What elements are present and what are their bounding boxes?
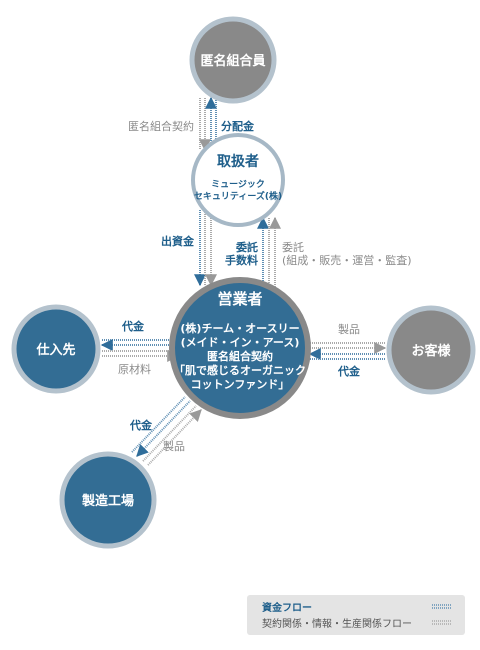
legend-contract-flow-label: 契約関係・情報・生産関係フロー [262,617,412,630]
flow-label-entrust-2: (組成・販売・運営・監査) [282,253,412,267]
flow-label-supplier-payment: 代金 [121,319,145,333]
node-operator-line4: 「肌で感じるオーガニック [174,363,306,377]
node-customer-label: お客様 [411,343,451,359]
node-handler-line2: セキュリティーズ(株) [194,190,282,202]
node-factory: 製造工場 [59,451,157,549]
flow-label-factory-product: 製品 [163,439,185,453]
flow-label-contract-top: 匿名組合契約 [128,119,194,133]
flow-label-commission-2: 手数料 [225,253,258,267]
link-operator-customer [308,342,387,360]
flow-label-supplier-material: 原材料 [118,362,151,376]
node-operator: 営業者 (株)チーム・オースリー (メイド・イン・アース) 匿名組合契約 「肌で… [169,277,311,419]
node-operator-line5: コットンファンド」 [191,378,290,391]
node-operator-line1: (株)チーム・オースリー [180,321,299,335]
flow-label-factory-payment: 代金 [129,418,153,432]
node-handler-line1: ミュージック [211,179,265,190]
link-operator-factory [131,396,202,466]
legend: 資金フロー 契約関係・情報・生産関係フロー [247,595,465,635]
flow-label-customer-product: 製品 [338,322,360,336]
flow-label-investment: 出資金 [161,234,195,248]
flow-label-distribution: 分配金 [221,119,255,133]
legend-money-flow-label: 資金フロー [262,601,312,614]
node-investors-label: 匿名組合員 [200,53,265,69]
node-customer: お客様 [386,305,476,395]
node-operator-line2: (メイド・イン・アース) [181,336,300,349]
node-investors: 匿名組合員 [189,16,277,104]
link-investors-handler [199,96,217,152]
flow-label-entrust-1: 委託 [282,240,304,254]
node-operator-line3: 匿名組合契約 [207,349,273,363]
node-handler: 取扱者 ミュージック セキュリティーズ(株) [191,133,285,227]
node-operator-title: 営業者 [217,290,262,308]
node-factory-label: 製造工場 [81,493,134,509]
node-supplier-label: 仕入先 [35,342,75,358]
node-handler-title: 取扱者 [217,153,259,170]
flow-label-customer-payment: 代金 [337,364,361,378]
link-handler-operator [194,210,281,292]
link-supplier-operator [100,339,180,362]
node-supplier: 仕入先 [11,304,101,394]
flow-label-commission-1: 委託 [235,240,258,254]
